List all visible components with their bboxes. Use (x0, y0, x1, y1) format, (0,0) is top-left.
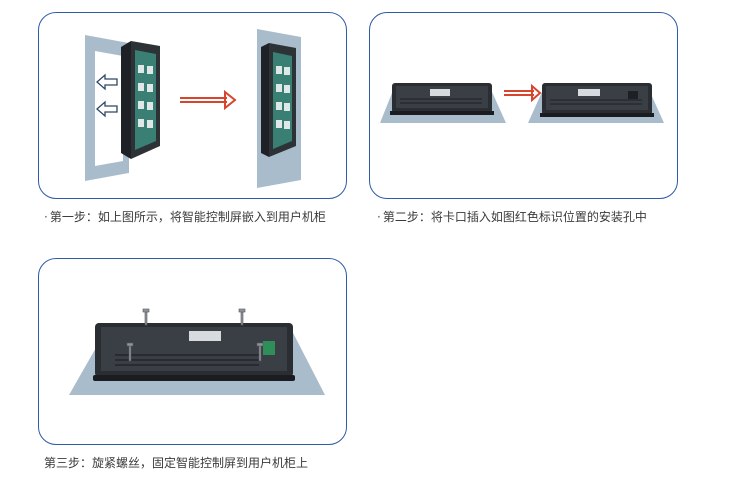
step3-illustration-card (38, 258, 347, 445)
insert-arrow-lower-icon (96, 100, 118, 118)
transition-arrow-icon (180, 89, 237, 111)
transition-arrow-icon (504, 83, 542, 103)
step1-caption: ·第一步：如上图所示，将智能控制屏嵌入到用户机柜 (44, 210, 326, 224)
caption-text: 第三步：旋紧螺丝，固定智能控制屏到用户机柜上 (44, 456, 309, 470)
step2-illustration (380, 83, 664, 123)
device-screen-right (273, 52, 292, 149)
step2-illustration-card (369, 12, 678, 199)
step3-caption: 第三步：旋紧螺丝，固定智能控制屏到用户机柜上 (44, 456, 308, 470)
caption-bullet: · (377, 210, 381, 224)
caption-bullet: · (44, 210, 48, 224)
step2-caption: ·第二步：将卡口插入如图红色标识位置的安装孔中 (377, 210, 647, 224)
device-side-left (121, 41, 131, 159)
caption-text: 第一步：如上图所示，将智能控制屏嵌入到用户机柜 (49, 210, 326, 224)
caption-text: 第二步：将卡口插入如图红色标识位置的安装孔中 (382, 210, 647, 224)
step3-illustration (69, 308, 325, 395)
screw-icon (126, 308, 264, 362)
insert-arrow-upper-icon (96, 73, 118, 91)
step1-illustration-card (38, 12, 347, 199)
step1-illustration (85, 29, 301, 188)
